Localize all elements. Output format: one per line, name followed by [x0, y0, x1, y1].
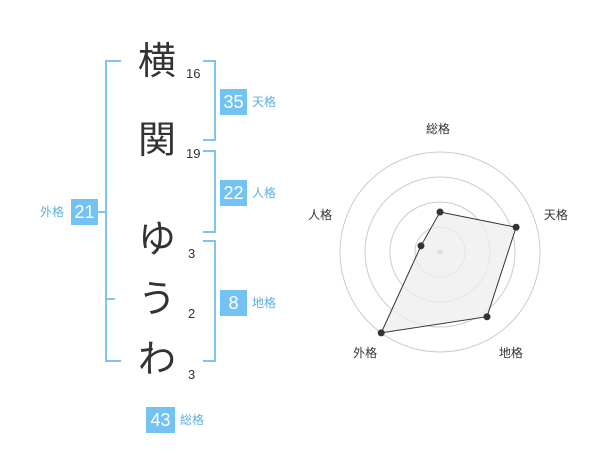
tenkaku-value: 35 — [220, 89, 247, 115]
chikaku-value: 8 — [220, 290, 247, 316]
name-char-5: わ — [137, 337, 176, 381]
tenkaku-bracket — [203, 60, 216, 141]
jinkaku-value: 22 — [220, 180, 247, 206]
chikaku-label: 地格 — [252, 296, 277, 310]
stroke-count-3: 3 — [188, 246, 196, 261]
stroke-count-1: 16 — [186, 66, 201, 81]
radar-point — [377, 329, 385, 337]
radar-point — [512, 223, 520, 231]
name-char-4: う — [137, 277, 176, 321]
radar-point — [436, 208, 444, 216]
name-char-3: ゆ — [137, 217, 176, 261]
radar-axis-label: 地格 — [498, 346, 523, 361]
jinkaku-bracket — [203, 150, 216, 233]
jinkaku-label: 人格 — [252, 186, 277, 200]
name-char-2: 関 — [137, 118, 176, 162]
stroke-count-5: 3 — [188, 367, 196, 382]
gaikaku-value: 21 — [71, 199, 98, 225]
gaikaku-connector — [96, 211, 106, 213]
radar-axis-label: 総格 — [426, 122, 451, 136]
gaikaku-label: 外格 — [40, 205, 65, 219]
stroke-count-4: 2 — [188, 306, 196, 321]
radar-point — [417, 242, 425, 250]
radar-polygon — [380, 211, 517, 334]
radar-ring — [339, 151, 541, 353]
gaikaku-bracket — [105, 60, 121, 362]
radar-axis-label: 天格 — [543, 207, 568, 222]
soukaku-label: 総格 — [180, 413, 205, 427]
chikaku-bracket — [203, 240, 216, 362]
radar-axis-label: 人格 — [308, 207, 333, 222]
name-char-1: 横 — [137, 39, 176, 83]
tenkaku-label: 天格 — [252, 95, 277, 109]
radar-ring — [364, 176, 516, 328]
radar-point — [483, 313, 491, 321]
radar-axis-label: 外格 — [353, 346, 378, 361]
soukaku-value: 43 — [146, 407, 175, 433]
stroke-count-2: 19 — [186, 146, 201, 161]
gaikaku-bracket-tick — [105, 298, 115, 300]
